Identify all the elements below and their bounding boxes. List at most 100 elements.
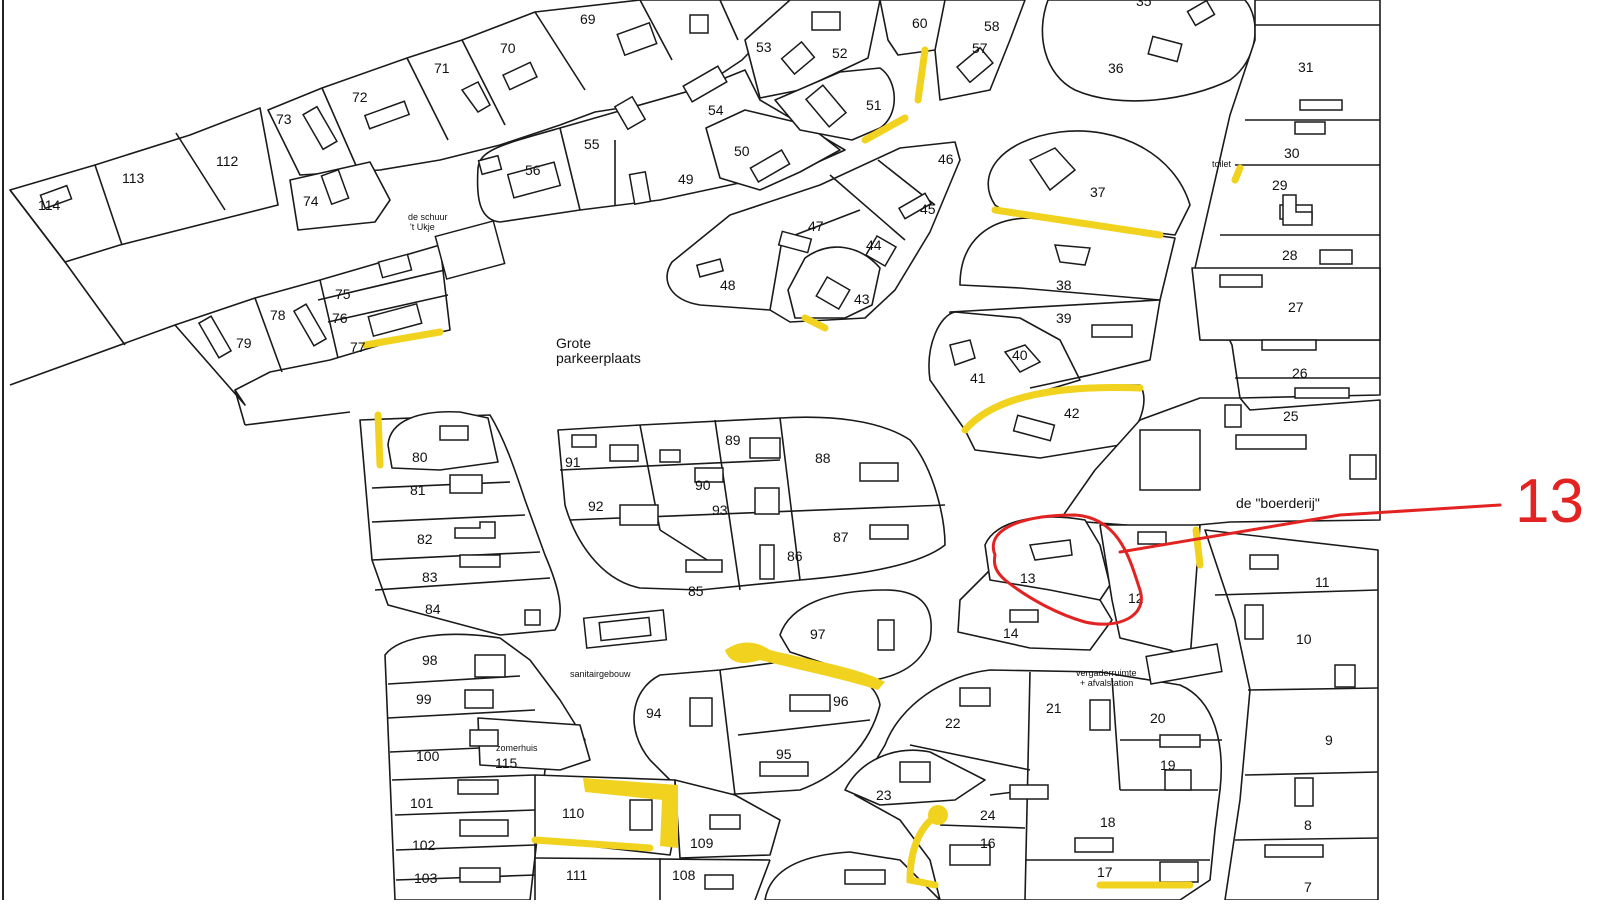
plot-number: 9 — [1325, 732, 1333, 748]
plot-area-85-93 — [557, 416, 946, 591]
plot-number: 87 — [833, 529, 849, 545]
plot-number: 24 — [980, 807, 996, 823]
buildings — [39, 0, 1377, 890]
summer-house-label: zomerhuis — [496, 743, 538, 753]
plot-area-north-center — [476, 0, 1026, 223]
plot-number: 80 — [412, 449, 428, 465]
plot-number: 112 — [216, 153, 239, 169]
footpaths — [361, 46, 1244, 889]
plot-number: 86 — [787, 548, 803, 564]
plot-number: 21 — [1046, 700, 1062, 716]
plot-number: 79 — [236, 335, 252, 351]
plot-number: 13 — [1020, 570, 1036, 586]
plot-number: 44 — [866, 237, 882, 253]
plot-number: 36 — [1108, 60, 1124, 76]
plot-number: 43 — [854, 291, 870, 307]
plot-number: 47 — [808, 218, 824, 234]
plot-number: 28 — [1282, 247, 1298, 263]
plot-number: 71 — [434, 60, 450, 76]
plot-number: 94 — [646, 705, 662, 721]
plot-number: 95 — [776, 746, 792, 762]
plot-number: 75 — [335, 286, 351, 302]
plot-number: 48 — [720, 277, 736, 293]
plot-number: 77 — [350, 339, 366, 355]
highlight-circle — [991, 513, 1143, 626]
plot-number: 100 — [416, 748, 440, 764]
plot-number: 18 — [1100, 814, 1116, 830]
plot-number: 103 — [414, 870, 438, 886]
plot-number: 114 — [38, 197, 61, 213]
plot-number: 108 — [672, 867, 696, 883]
plot-number: 41 — [970, 370, 986, 386]
plot-area-80-84 — [359, 410, 561, 636]
plot-number: 38 — [1056, 277, 1072, 293]
plot-number: 40 — [1012, 347, 1028, 363]
plot-number: 57 — [972, 40, 988, 56]
plot-number: 91 — [565, 454, 581, 470]
plot-number: 37 — [1090, 184, 1106, 200]
plot-number: 96 — [833, 693, 849, 709]
barn-label-line2: 't Ukje — [410, 222, 435, 232]
plot-number: 11 — [1315, 574, 1330, 590]
plot-number: 22 — [945, 715, 961, 731]
red-annotation: 13 — [991, 467, 1584, 626]
plot-number: 54 — [708, 102, 724, 118]
plot-number: 50 — [734, 143, 750, 159]
plot-number: 29 — [1272, 177, 1288, 193]
plot-number: 99 — [416, 691, 432, 707]
plot-number: 31 — [1298, 59, 1314, 75]
plot-number: 83 — [422, 569, 438, 585]
plot-number: 52 — [832, 45, 848, 61]
plot-number: 93 — [712, 502, 728, 518]
plot-number: 58 — [984, 18, 1000, 34]
plot-number: 73 — [276, 111, 292, 127]
plot-number: 39 — [1056, 310, 1072, 326]
plot-number: 101 — [410, 795, 434, 811]
plot-number: 76 — [332, 310, 348, 326]
plot-number: 23 — [876, 787, 892, 803]
plot-number: 35 — [1136, 0, 1152, 9]
plot-number: 113 — [122, 170, 145, 186]
plot-number: 55 — [584, 136, 600, 152]
plot-area-97 — [779, 589, 932, 681]
plot-number: 17 — [1097, 864, 1113, 880]
plot-number: 7 — [1304, 879, 1312, 895]
plot-number: 20 — [1150, 710, 1166, 726]
plot-number: 92 — [588, 498, 604, 514]
plot-number: 25 — [1283, 408, 1299, 424]
plot-number: 110 — [562, 805, 585, 821]
plot-number: 10 — [1296, 631, 1312, 647]
plot-numbers: 7 8 9 10 11 12 13 14 16 17 18 19 20 21 2… — [38, 0, 1333, 895]
meeting-room-label-line2: + afvalstation — [1080, 678, 1133, 688]
plot-number: 84 — [425, 601, 441, 617]
plot-number: 85 — [688, 583, 704, 599]
plot-number: 111 — [566, 867, 587, 883]
plot-number: 98 — [422, 652, 438, 668]
plot-number: 49 — [678, 171, 694, 187]
plot-number: 88 — [815, 450, 831, 466]
plot-number: 53 — [756, 39, 772, 55]
barn-label-line1: de schuur — [408, 212, 448, 222]
plot-area-94-96 — [633, 661, 881, 796]
parking-label-line1: Grote — [556, 335, 591, 351]
plot-number: 109 — [690, 835, 714, 851]
meeting-room-label-line1: vergaderruimte — [1076, 668, 1137, 678]
plot-number: 30 — [1284, 145, 1300, 161]
plot-number: 19 — [1160, 757, 1176, 773]
plot-number: 46 — [938, 151, 954, 167]
plot-number: 69 — [580, 11, 596, 27]
plot-number: 14 — [1003, 625, 1019, 641]
plot-number: 72 — [352, 89, 368, 105]
plot-number: 60 — [912, 15, 928, 31]
plot-number: 115 — [495, 755, 518, 771]
plot-number: 82 — [417, 531, 433, 547]
annotation-arrow — [1118, 503, 1502, 554]
plot-number: 16 — [980, 835, 996, 851]
sanitary-building-label: sanitairgebouw — [570, 669, 631, 679]
plot-number: 90 — [695, 477, 711, 493]
plot-number: 74 — [303, 193, 319, 209]
plot-number: 51 — [866, 97, 882, 113]
plot-number: 97 — [810, 626, 826, 642]
